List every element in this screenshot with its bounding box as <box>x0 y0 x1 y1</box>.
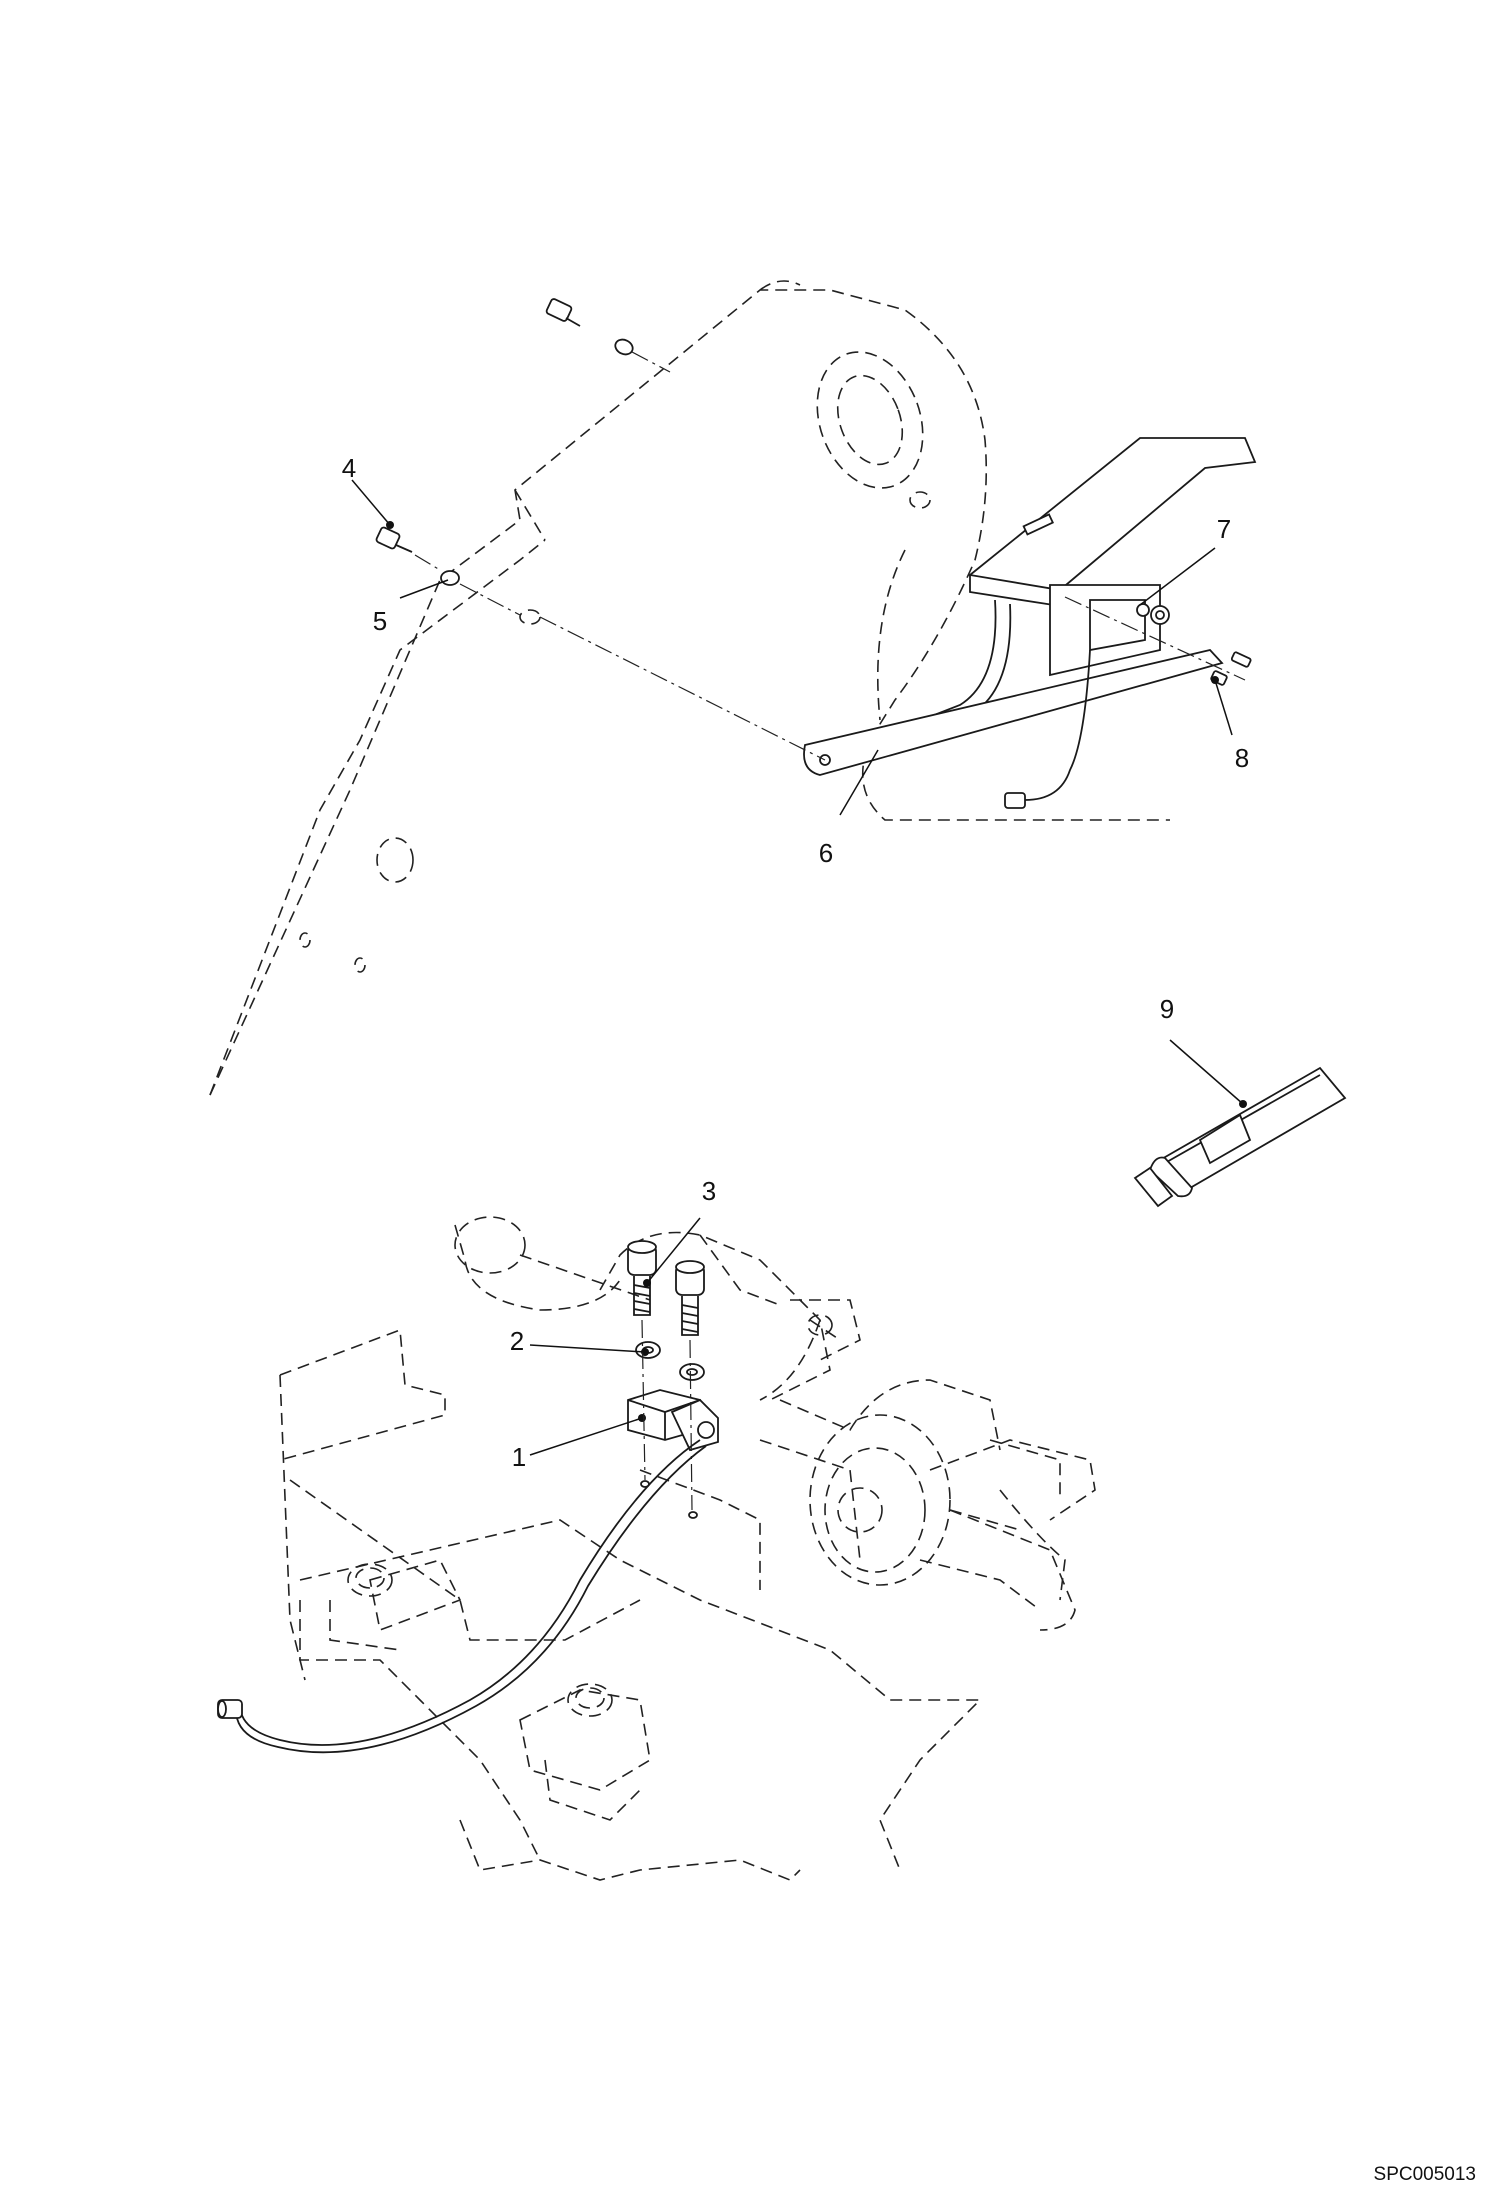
callout-7: 7 <box>1217 514 1231 544</box>
washer-5 <box>440 570 460 586</box>
leader-5 <box>399 579 449 599</box>
leader-2 <box>529 1344 646 1353</box>
leader-9 <box>1169 1039 1244 1105</box>
leader-6 <box>839 749 879 816</box>
callout-labels: 4 5 6 7 8 9 3 2 1 <box>342 453 1249 1472</box>
screw-8 <box>1210 651 1252 686</box>
callout-9: 9 <box>1160 994 1174 1024</box>
leader-1 <box>529 1417 643 1456</box>
leader-4 <box>351 479 391 526</box>
upper-arm-phantom <box>209 280 1170 1096</box>
leader-8 <box>1214 679 1233 736</box>
callout-4: 4 <box>342 453 356 483</box>
leader-7 <box>1139 547 1216 606</box>
callout-8: 8 <box>1235 743 1249 773</box>
cap-screws-3 <box>627 1240 705 1336</box>
bolt-4 <box>375 521 413 553</box>
callout-1: 1 <box>512 1442 526 1472</box>
grease-tube-9 <box>1133 1066 1347 1208</box>
callout-2: 2 <box>510 1326 524 1356</box>
leader-3 <box>646 1217 701 1284</box>
callout-5: 5 <box>373 606 387 636</box>
lower-hardware <box>217 1240 719 1754</box>
lower-casting-phantom <box>279 1216 1096 1881</box>
pedal-assembly <box>539 437 1257 809</box>
top-bolt <box>545 298 581 327</box>
leader-lines <box>351 479 1244 1456</box>
sensor-block-1 <box>627 1389 719 1452</box>
callout-3: 3 <box>702 1176 716 1206</box>
drawing-code: SPC005013 <box>1373 2164 1476 2185</box>
callout-6: 6 <box>819 838 833 868</box>
